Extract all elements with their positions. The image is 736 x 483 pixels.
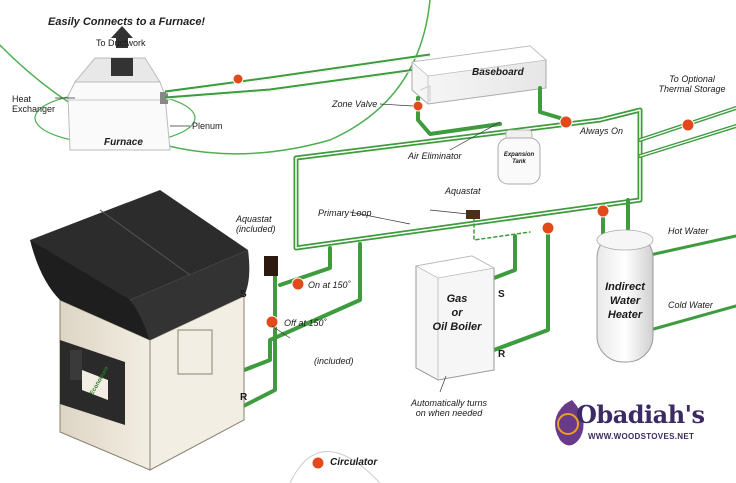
inset-title: Easily Connects to a Furnace!: [48, 16, 206, 28]
boiler-label: Gas or Oil Boiler: [432, 293, 482, 333]
inset-furnace-label: Furnace: [104, 137, 143, 148]
boiler-circulator-icon: [541, 221, 555, 235]
auto-turns-label: Automatically turns on when needed: [410, 398, 488, 418]
primary-loop-label: Primary Loop: [318, 208, 372, 218]
gas-oil-boiler: [414, 255, 496, 381]
zone-valve-icon: [412, 100, 424, 112]
expansion-tank: [497, 129, 541, 185]
return-left-label: R: [240, 392, 248, 403]
indirect-heater-label: Indirect Water Heater: [605, 281, 645, 321]
indirect-water-heater: [596, 229, 654, 363]
always-on-circulator-icon: [559, 115, 573, 129]
aquastat-label: Aquastat: [445, 186, 481, 196]
aquastat-included-icon: [264, 256, 278, 276]
logo-name: Obadiah's: [576, 400, 705, 429]
baseboard-unit: [411, 45, 547, 105]
off-circulator-icon: [265, 315, 279, 329]
supply-left-label: S: [240, 289, 247, 300]
storage-circulator-icon: [681, 118, 695, 132]
inset-circulator-icon: [232, 73, 244, 85]
obadiahs-logo[interactable]: Obadiah's WWW.WOODSTOVES.NET: [548, 398, 708, 448]
outdoor-wood-furnace: [30, 190, 250, 471]
inset-furnace-icon: [67, 26, 171, 151]
circulator-legend: [289, 451, 381, 483]
aquastat-icon: [466, 210, 480, 219]
return-boiler-label: R: [498, 349, 506, 360]
always-on-label: Always On: [580, 126, 624, 136]
expansion-tank-label: Expansion Tank: [503, 152, 535, 165]
obadiahs-logo-icon: [555, 400, 584, 446]
circulator-label: Circulator: [330, 457, 378, 468]
baseboard-label: Baseboard: [472, 67, 524, 78]
heater-circulator-icon: [596, 204, 610, 218]
legend-circulator-icon: [311, 456, 325, 470]
on-at-label: On at 150˚: [308, 280, 351, 290]
optional-storage-label: To Optional Thermal Storage: [658, 74, 726, 94]
supply-boiler-label: S: [498, 289, 505, 300]
on-circulator-icon: [291, 277, 305, 291]
included-label: (included): [314, 356, 354, 366]
to-ductwork-label: To Ductwork: [96, 38, 146, 48]
aquastat-included-label: Aquastat (included): [236, 214, 276, 234]
leader-lines: [271, 103, 501, 393]
air-eliminator-label: Air Eliminator: [408, 151, 462, 161]
furnace-inset: [0, 0, 431, 155]
circulators: [264, 100, 695, 329]
cold-water-label: Cold Water: [668, 300, 713, 310]
plenum-label: Plenum: [192, 121, 223, 131]
zone-valve-label: Zone Valve: [332, 99, 378, 109]
logo-url: WWW.WOODSTOVES.NET: [588, 432, 695, 441]
heat-exchanger-label: Heat Exchanger: [12, 94, 56, 114]
off-at-label: Off at 150˚: [284, 318, 327, 328]
hot-water-label: Hot Water: [668, 226, 709, 236]
